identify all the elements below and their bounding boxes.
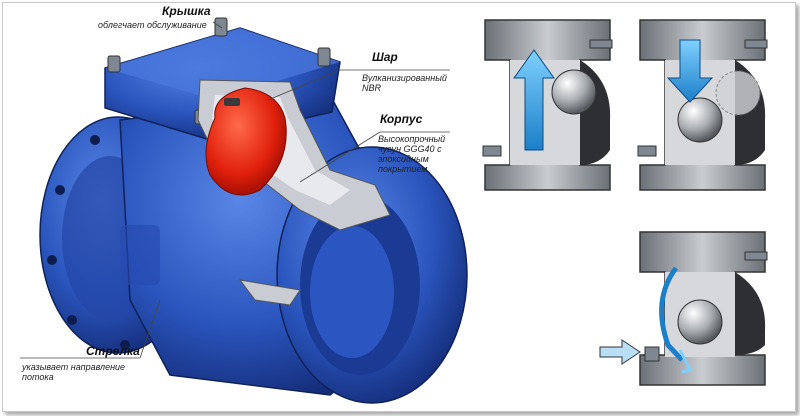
flow-arrow-side	[599, 339, 641, 365]
flow-arrow-up	[513, 49, 555, 151]
valve-cutaway	[39, 17, 468, 404]
body-description-1: Высокопрочный	[378, 134, 446, 144]
arrow-description-2: потока	[22, 372, 54, 382]
ball-icon	[551, 69, 597, 115]
lid-title: Крышка	[162, 4, 211, 18]
ball-title: Шар	[372, 50, 398, 64]
lid-description: облегчает обслуживание	[98, 20, 207, 30]
body-description-3: эпоксидным	[378, 154, 429, 164]
leader-lines	[20, 21, 450, 359]
flow-arrow-down	[666, 39, 714, 103]
diagram-flow-closed	[637, 19, 768, 191]
diagram-flow-side	[599, 231, 768, 386]
diagram-flow-open	[482, 19, 613, 191]
ball-icon	[205, 87, 287, 196]
arrow-title: Стрелка	[86, 344, 140, 358]
ball-icon	[677, 97, 723, 143]
ball-description-2: NBR	[362, 83, 382, 93]
arrow-description-1: указывает направление	[22, 362, 126, 372]
ball-icon	[677, 299, 723, 345]
body-description-2: чугун GGG40 с	[378, 144, 442, 154]
ball-description-1: Вулканизированный	[362, 73, 447, 83]
body-description-4: покрытием	[378, 164, 428, 174]
body-title: Корпус	[380, 112, 423, 126]
